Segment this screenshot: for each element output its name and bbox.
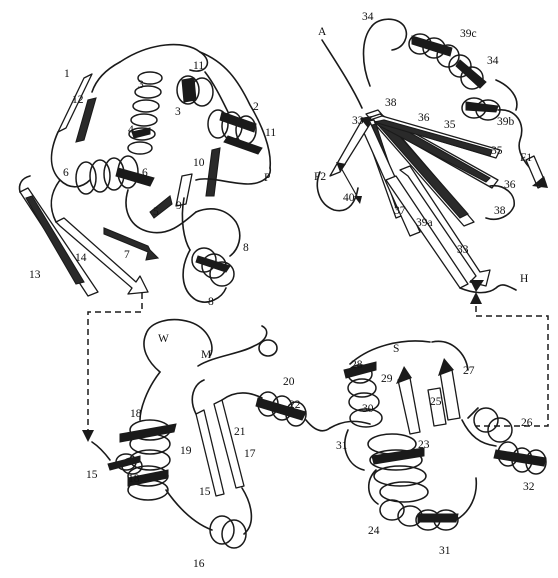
helix-34: [409, 34, 486, 89]
domain-4: [330, 341, 546, 530]
helix-20-22: [256, 392, 306, 426]
strand-10: [206, 148, 220, 196]
helix-35: [462, 98, 500, 120]
helix-15: [108, 454, 142, 474]
helix-2-11: [208, 110, 262, 154]
helix-3b: [177, 76, 213, 106]
helix-6: [76, 156, 154, 194]
strand-5: [150, 196, 172, 218]
strand-33: [330, 120, 370, 176]
helix-24-31: [380, 500, 458, 530]
strand-7: [104, 228, 158, 260]
helix-26-32: [474, 408, 546, 474]
strand-29: [398, 378, 420, 434]
helix-16: [210, 516, 246, 548]
domain-3: [92, 320, 330, 548]
helix-23-24: [368, 434, 428, 502]
helix-3-4: [128, 72, 162, 154]
sheet-fan: [360, 110, 500, 236]
domain-1: [19, 45, 270, 302]
strand-12: [76, 98, 96, 142]
connector-1-3: [82, 293, 142, 442]
domain-2: [317, 19, 548, 292]
connector-2-4: [470, 292, 548, 426]
helix-28-30: [344, 362, 382, 427]
helix-8: [192, 248, 234, 286]
